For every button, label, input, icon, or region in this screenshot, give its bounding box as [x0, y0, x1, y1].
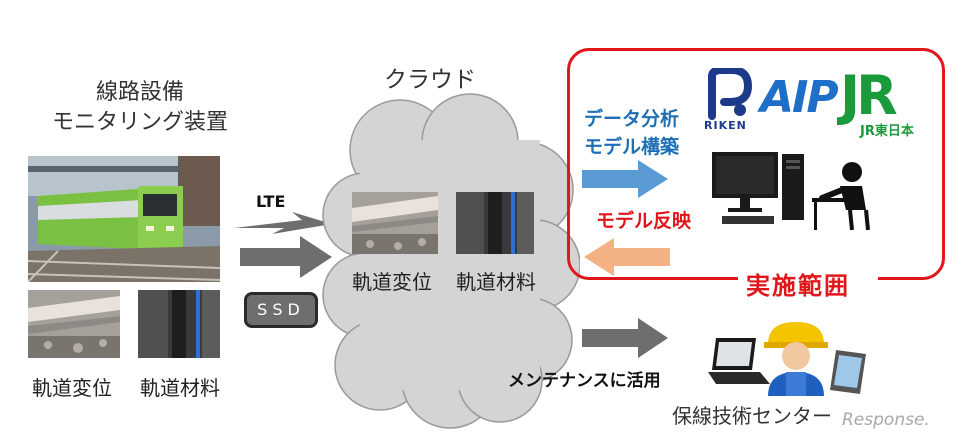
- scope-label: 実施範囲: [746, 266, 850, 301]
- jr-logo: JR: [840, 64, 894, 127]
- caption-track-displacement: 軌道変位: [32, 372, 112, 401]
- device-title-line1: 線路設備: [40, 80, 240, 106]
- worker-icon: [760, 318, 832, 396]
- cloud-caption-displacement: 軌道変位: [352, 266, 432, 295]
- computer-icon: [710, 150, 806, 230]
- maintenance-center-label: 保線技術センター: [672, 400, 832, 429]
- tablet-icon: [828, 348, 868, 396]
- jr-east-text: JR東日本: [860, 120, 914, 139]
- aip-logo: AIP: [760, 72, 837, 123]
- maintenance-usage-label: メンテナンスに活用: [508, 366, 661, 391]
- ssd-badge: SSD: [244, 292, 318, 328]
- reflect-label: モデル反映: [596, 206, 691, 233]
- riken-mark-icon: [702, 68, 754, 120]
- analysis-line2: モデル構築: [584, 132, 679, 159]
- reflect-arrow-icon: [582, 238, 672, 276]
- maintenance-arrow-icon: [580, 318, 670, 358]
- watermark-response: Response.: [842, 410, 930, 430]
- riken-text: RIKEN: [704, 119, 747, 132]
- person-at-desk-icon: [810, 160, 880, 232]
- analysis-line1: データ分析: [584, 104, 679, 131]
- caption-track-material: 軌道材料: [140, 372, 220, 401]
- track-material-photo: [138, 290, 220, 358]
- lte-label: LTE: [256, 192, 285, 211]
- cloud-material-photo: [456, 192, 534, 254]
- cloud-title: クラウド: [384, 60, 476, 94]
- analysis-arrow-icon: [580, 160, 670, 198]
- cloud-caption-material: 軌道材料: [456, 266, 536, 295]
- riken-logo: RIKEN: [702, 68, 754, 134]
- device-title-line2: モニタリング装置: [20, 110, 260, 136]
- cloud-displacement-photo: [352, 192, 438, 254]
- track-displacement-photo: [28, 290, 120, 358]
- train-photo: [28, 156, 220, 282]
- ssd-label: SSD: [247, 300, 315, 319]
